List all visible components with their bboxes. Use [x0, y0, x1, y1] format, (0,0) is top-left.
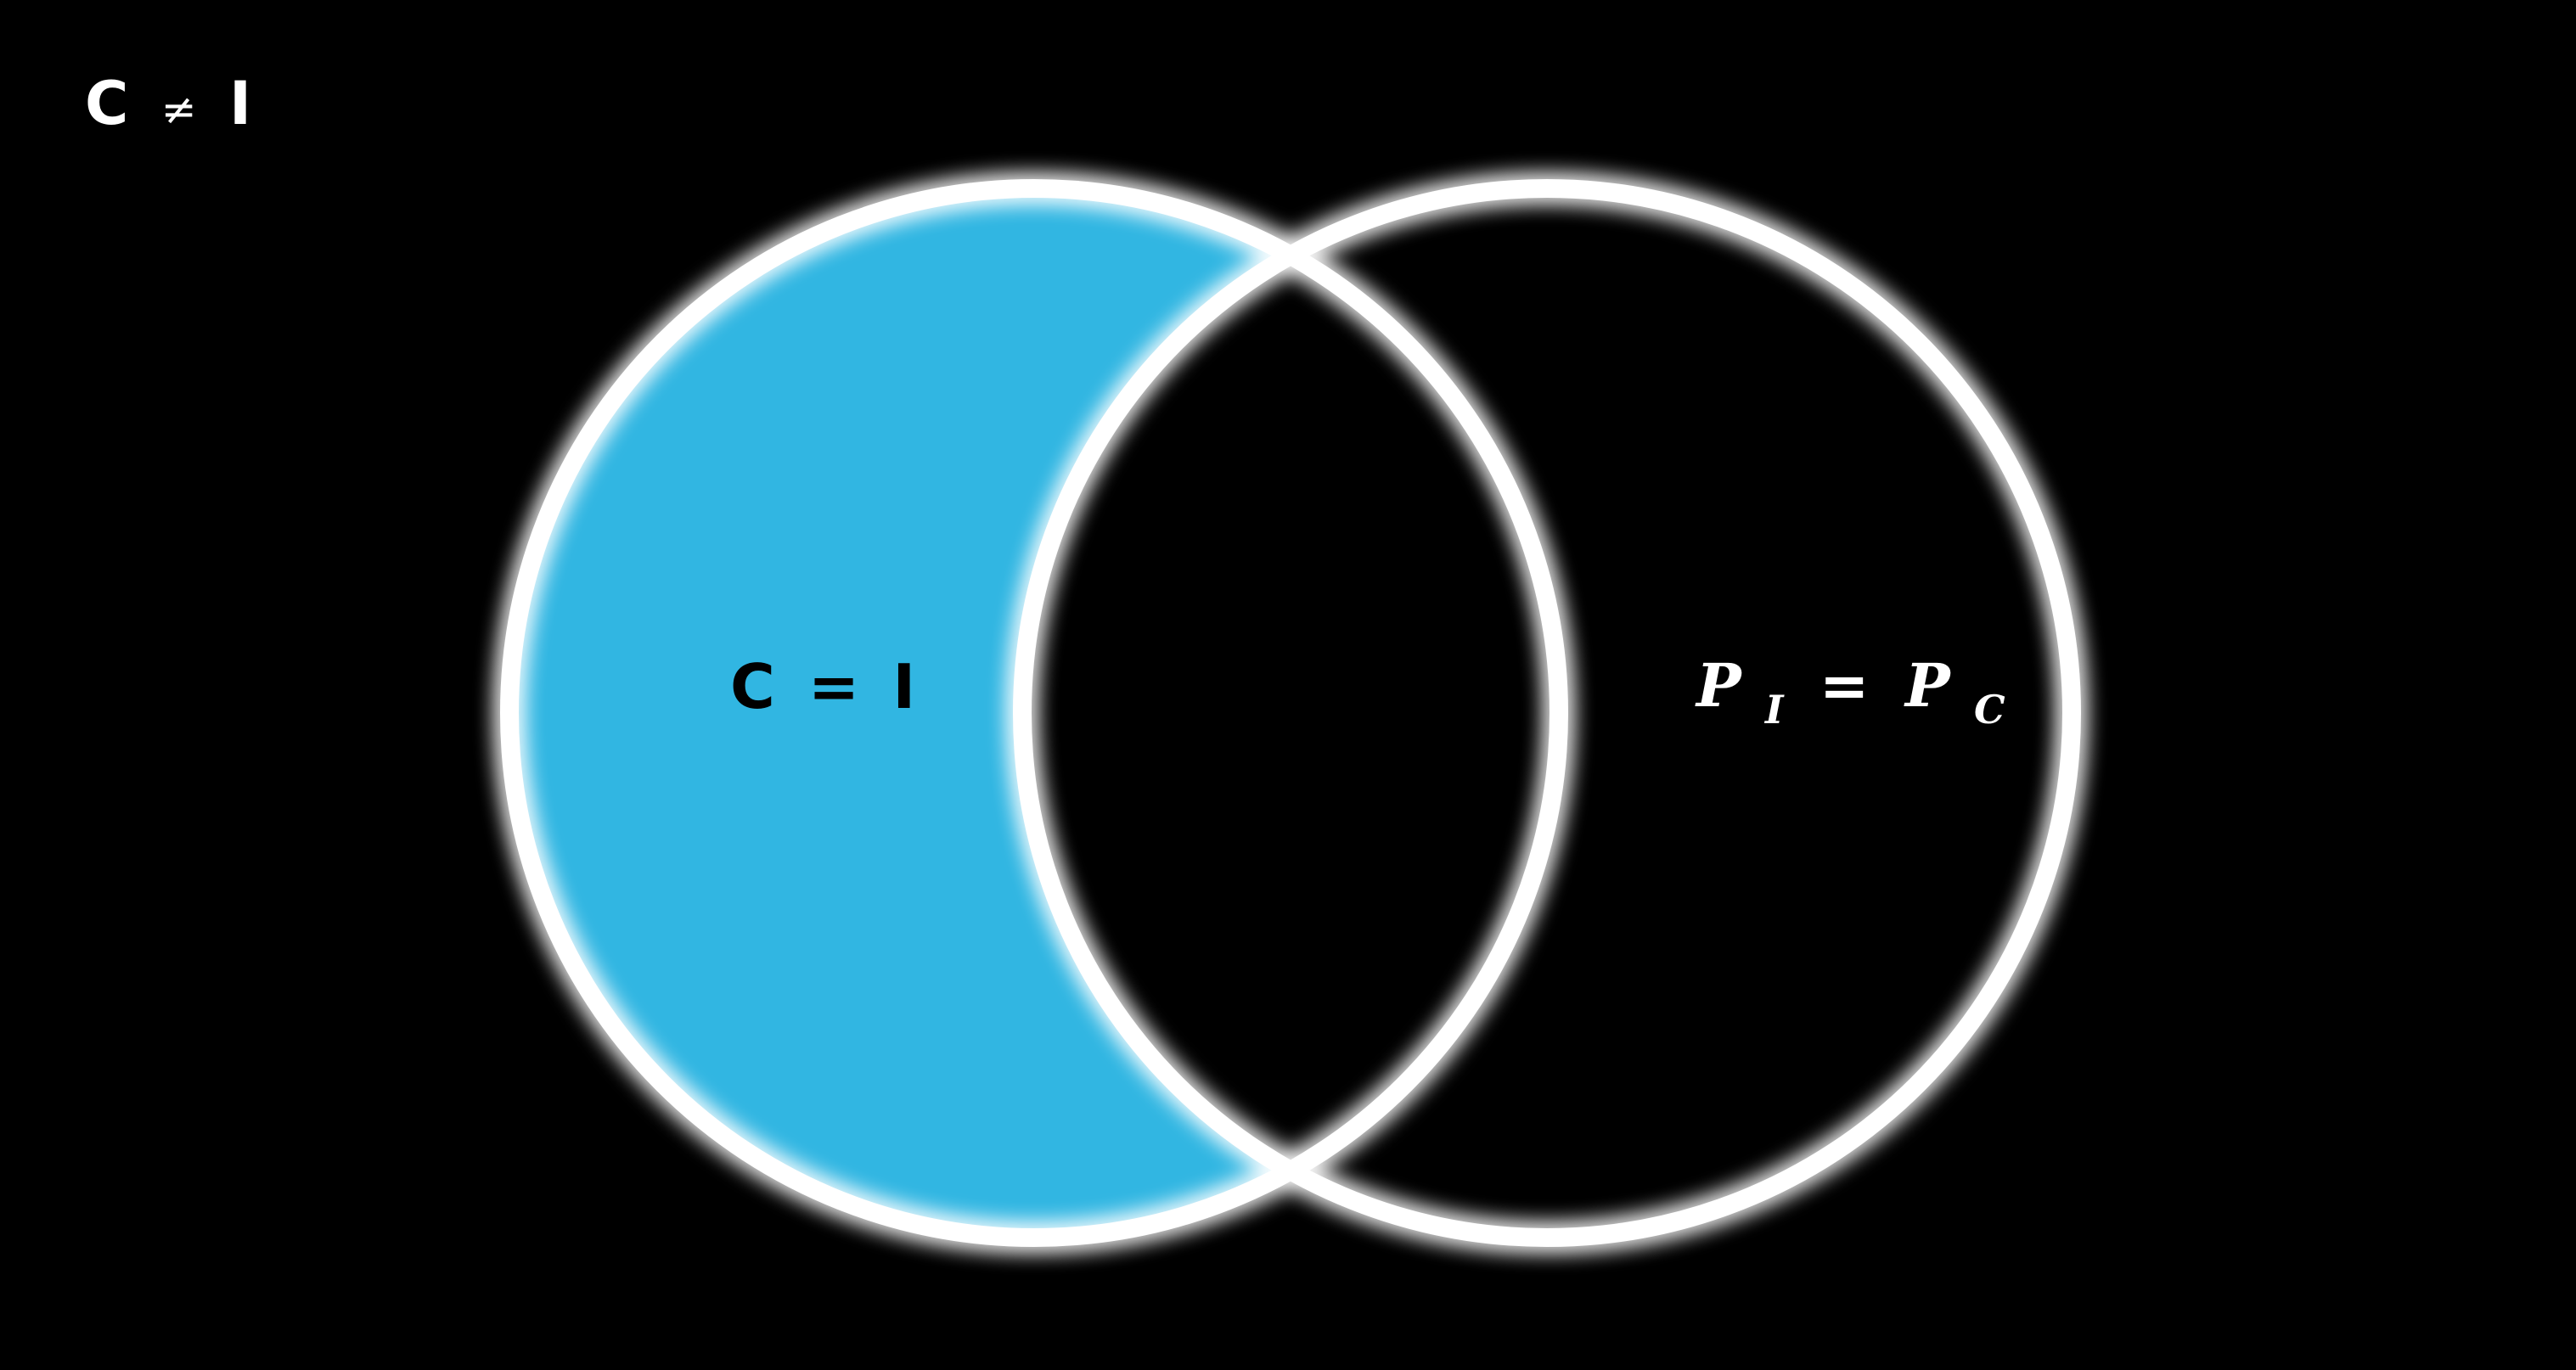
corner-label-left: C: [85, 69, 128, 138]
corner-label-right: I: [229, 69, 251, 138]
left-label-right: I: [892, 651, 915, 722]
right-region-label: P I = P C: [1695, 650, 2005, 738]
left-circle-outline: [500, 179, 1568, 1247]
corner-label-op: ≠: [161, 85, 197, 134]
right-label-p2: P: [1904, 650, 1952, 721]
left-only-region: [509, 188, 1559, 1238]
right-circle-outline: [1013, 179, 2081, 1247]
left-region-label: C = I: [730, 651, 915, 722]
left-label-left: C: [730, 651, 775, 722]
right-label-sub2: C: [1974, 687, 2005, 733]
right-label-op: =: [1820, 651, 1870, 721]
right-label-p1: P: [1695, 650, 1743, 721]
left-label-op: =: [808, 651, 859, 722]
corner-label: C ≠ I: [85, 69, 251, 138]
right-label-sub1: I: [1763, 687, 1785, 733]
